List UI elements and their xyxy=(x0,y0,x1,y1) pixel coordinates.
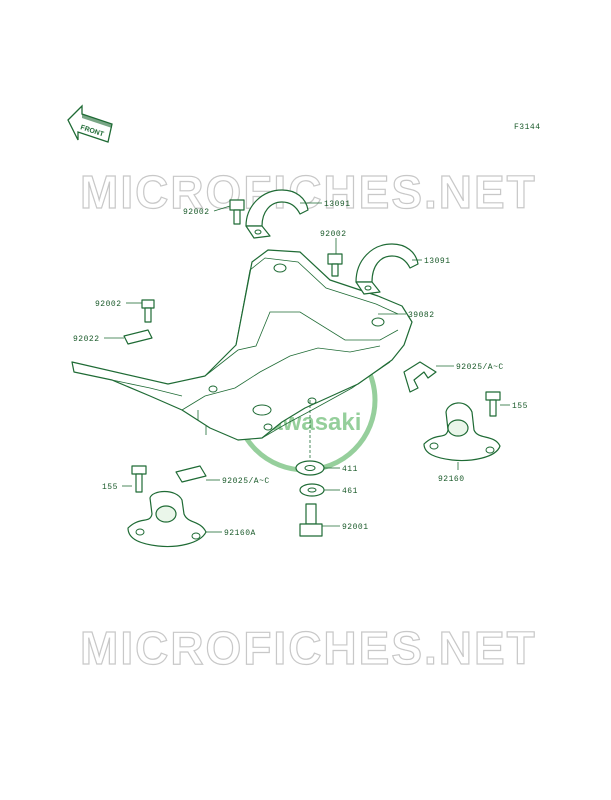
label-92001: 92001 xyxy=(342,523,369,532)
watermark-bottom: MICROFICHES.NET xyxy=(80,622,537,674)
label-155-right: 155 xyxy=(512,402,528,411)
bolt-92002-middle xyxy=(327,253,343,277)
label-411: 411 xyxy=(342,465,358,474)
shim-92025-left xyxy=(175,465,207,483)
washer-411 xyxy=(295,460,325,476)
label-39082: 39082 xyxy=(408,311,435,320)
bolt-155-left xyxy=(131,465,147,493)
bolt-155-right xyxy=(485,391,501,417)
engine-mount-plate-39082 xyxy=(71,249,413,441)
label-92160A: 92160A xyxy=(224,529,256,538)
label-92002-middle: 92002 xyxy=(320,230,347,239)
engine-mount-92160A xyxy=(127,490,207,548)
bolt-92002-upper xyxy=(229,199,245,225)
label-92160: 92160 xyxy=(438,475,465,484)
bolt-92001 xyxy=(299,503,323,537)
bolt-92002-left xyxy=(141,299,155,323)
label-92002-left: 92002 xyxy=(95,300,122,309)
clamp-13091-lower xyxy=(355,243,419,295)
label-13091-lower: 13091 xyxy=(424,257,451,266)
washer-461 xyxy=(299,483,325,497)
label-461: 461 xyxy=(342,487,358,496)
label-92025-right: 92025/A~C xyxy=(456,363,504,372)
label-92025-left: 92025/A~C xyxy=(222,477,270,486)
clamp-13091-upper xyxy=(245,189,309,239)
washer-92022 xyxy=(123,329,153,345)
label-13091-upper: 13091 xyxy=(324,200,351,209)
sheet-code: F3144 xyxy=(514,123,541,132)
shim-92025-right xyxy=(403,361,437,393)
engine-mount-92160 xyxy=(423,402,501,462)
label-155-left: 155 xyxy=(102,483,118,492)
label-92022: 92022 xyxy=(73,335,100,344)
label-92002-upper: 92002 xyxy=(183,208,210,217)
front-direction-arrow-icon: FRONT xyxy=(67,104,113,143)
leader-lines xyxy=(104,202,510,533)
